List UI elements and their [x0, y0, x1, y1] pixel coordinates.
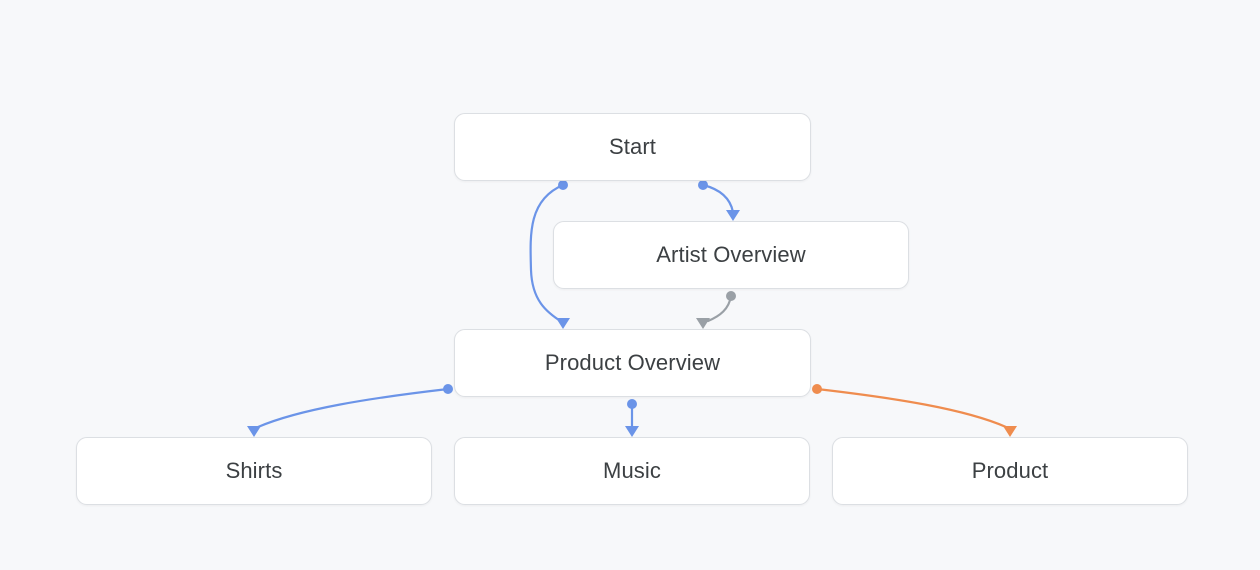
edge-arrowhead-artist-overview-to-product-overview: [696, 318, 710, 329]
edge-product-overview-to-shirts: [247, 384, 453, 437]
edge-arrowhead-product-overview-to-music: [625, 426, 639, 437]
node-label-product-overview: Product Overview: [544, 350, 721, 375]
edge-arrowhead-start-to-artist-overview: [726, 210, 740, 221]
edge-arrowhead-start-to-product-overview: [556, 318, 570, 329]
edge-source-dot-start-to-product-overview[interactable]: [558, 180, 568, 190]
edge-source-dot-product-overview-to-music[interactable]: [627, 399, 637, 409]
node-label-shirts: Shirts: [225, 458, 283, 483]
edge-path-artist-overview-to-product-overview: [706, 294, 733, 323]
edge-artist-overview-to-product-overview: [696, 291, 736, 329]
node-label-artist-overview: Artist Overview: [656, 242, 806, 267]
node-start[interactable]: Start: [454, 113, 811, 181]
edge-start-to-artist-overview: [698, 180, 740, 221]
edge-product-overview-to-product: [812, 384, 1017, 437]
node-artist-overview[interactable]: Artist Overview: [553, 221, 909, 289]
edge-source-dot-artist-overview-to-product-overview[interactable]: [726, 291, 736, 301]
edge-source-dot-product-overview-to-product[interactable]: [812, 384, 822, 394]
edge-source-dot-start-to-artist-overview[interactable]: [698, 180, 708, 190]
edge-path-product-overview-to-shirts: [256, 387, 450, 429]
node-product-overview[interactable]: Product Overview: [454, 329, 811, 397]
edge-path-start-to-artist-overview: [701, 183, 735, 214]
node-music[interactable]: Music: [454, 437, 810, 505]
edge-arrowhead-product-overview-to-shirts: [247, 426, 261, 437]
node-label-product: Product: [971, 458, 1049, 483]
node-shirts[interactable]: Shirts: [76, 437, 432, 505]
edge-product-overview-to-music: [625, 399, 639, 437]
edges-group: [247, 180, 1017, 437]
node-product[interactable]: Product: [832, 437, 1188, 505]
edge-arrowhead-product-overview-to-product: [1003, 426, 1017, 437]
node-label-music: Music: [603, 458, 661, 483]
edge-path-product-overview-to-product: [815, 387, 1008, 429]
edge-source-dot-product-overview-to-shirts[interactable]: [443, 384, 453, 394]
node-label-start: Start: [609, 134, 656, 159]
